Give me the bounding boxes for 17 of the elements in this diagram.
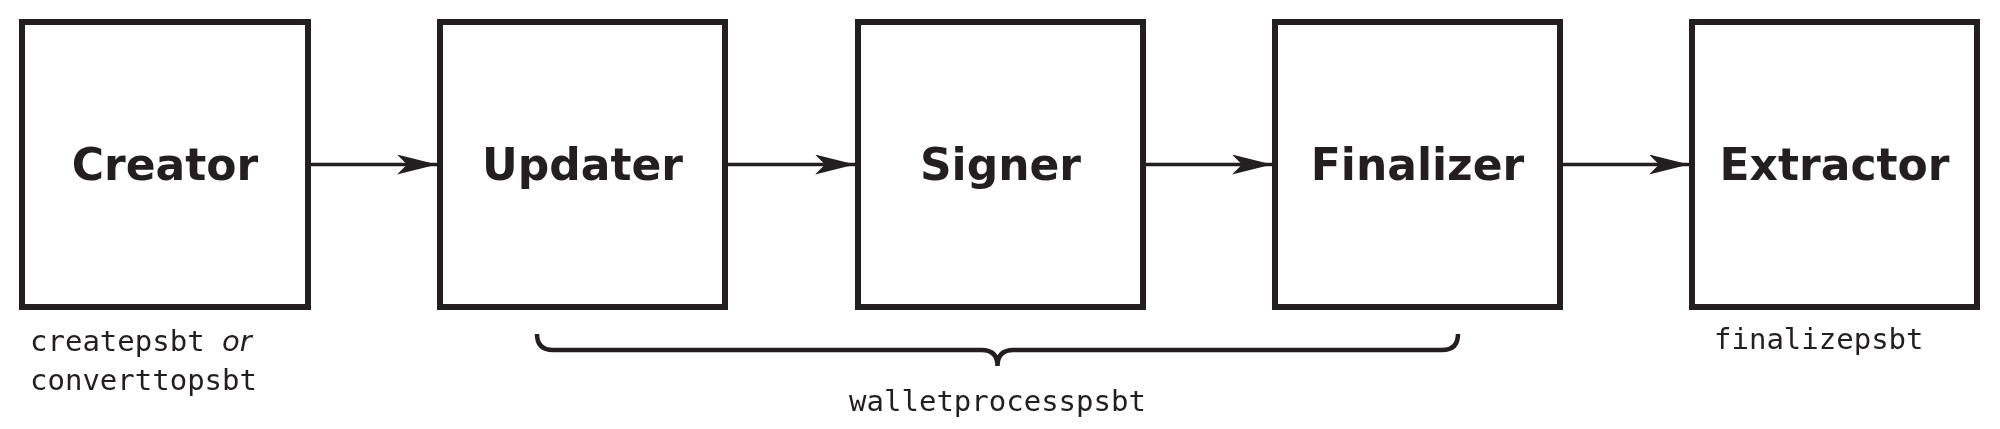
arrow xyxy=(728,154,855,175)
process-box xyxy=(19,19,311,310)
process-box xyxy=(437,19,728,310)
command-name: createpsbt or converttopsbt xyxy=(30,323,258,400)
process-box xyxy=(855,19,1146,310)
command-name: finalizepsbt xyxy=(1714,321,1925,358)
process-name: Creator xyxy=(71,139,259,190)
arrow xyxy=(1563,154,1689,175)
arrow xyxy=(311,154,437,175)
arrow xyxy=(1146,154,1272,175)
process-name: Updater xyxy=(482,139,683,190)
process-name: Signer xyxy=(919,139,1082,190)
process-name: Finalizer xyxy=(1310,139,1525,190)
process-box xyxy=(1689,19,1980,310)
process-box xyxy=(1272,19,1563,310)
command-name: walletprocesspsbt xyxy=(849,384,1146,418)
process-name: Extractor xyxy=(1719,139,1950,190)
